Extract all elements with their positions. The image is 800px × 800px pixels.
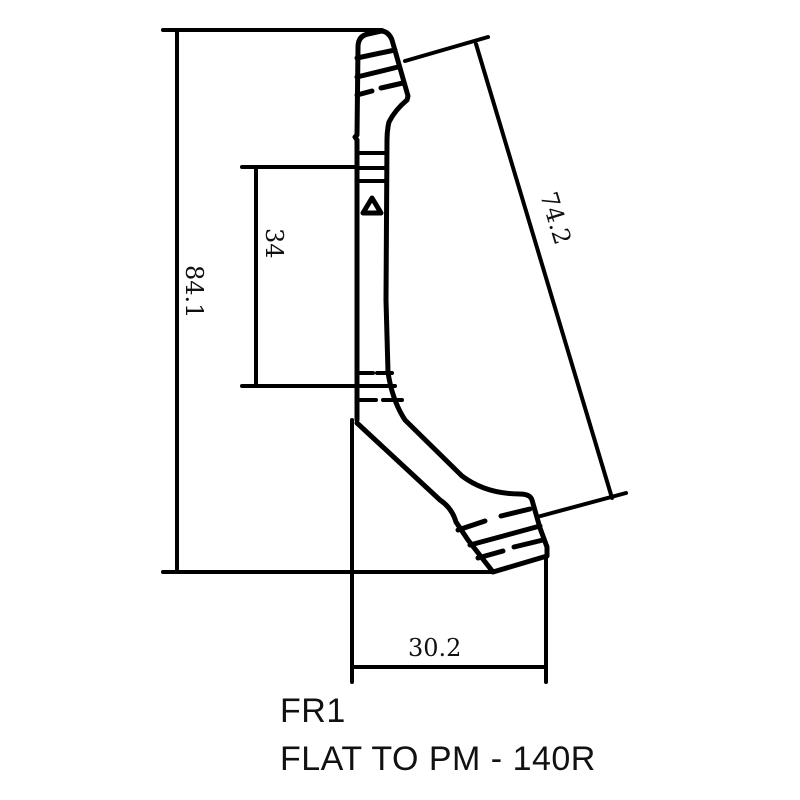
- dimension-mount-spacing: [240, 165, 357, 388]
- dimension-diagonal-length: [403, 35, 628, 519]
- part-description-label: FLAT TO PM - 140R: [280, 740, 596, 778]
- dimension-label-diagonal-length: 74.2: [534, 189, 576, 248]
- lower-shaft-rings: [355, 371, 404, 402]
- adapter-body: [352, 28, 550, 575]
- part-code-label: FR1: [280, 692, 346, 730]
- upper-shaft-rings: [355, 151, 389, 183]
- dimension-offset-width: [350, 418, 548, 684]
- dimension-label-overall-height: 84.1: [180, 265, 208, 318]
- triangle-icon: [360, 195, 384, 216]
- top-mount-hatch: [354, 47, 406, 98]
- dimension-label-offset-width: 30.2: [408, 634, 461, 662]
- bottom-mount-hatch: [455, 506, 546, 561]
- dimension-label-mount-spacing: 34: [260, 228, 288, 259]
- dimension-overall-height: [161, 28, 495, 574]
